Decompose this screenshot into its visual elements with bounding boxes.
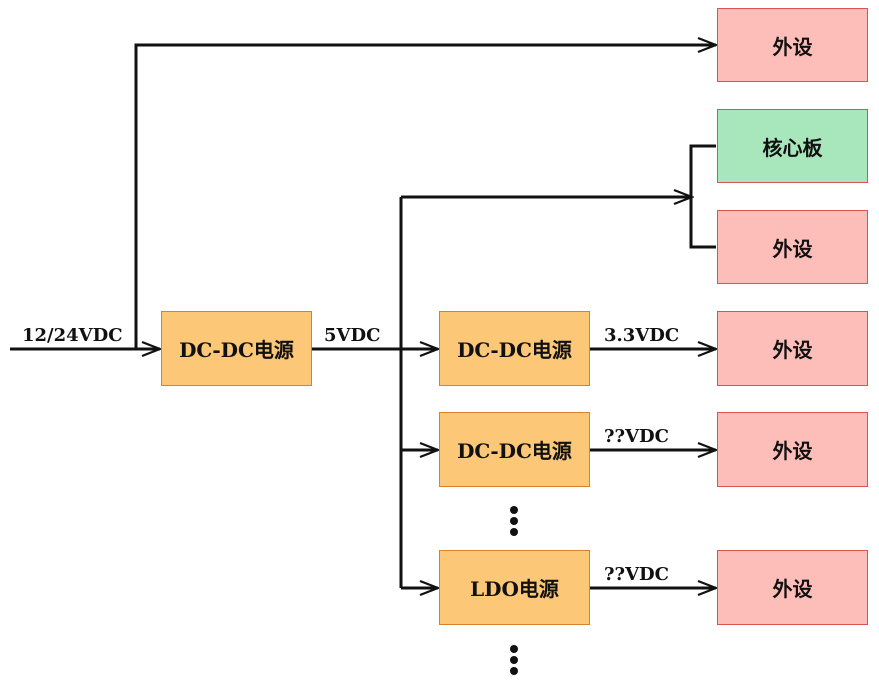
main-dcdc-converter-box: DC-DC电源: [161, 311, 312, 386]
core-group-bracket: [689, 144, 716, 249]
branch-2-converter-label: DC-DC电源: [457, 439, 572, 463]
branch-3-peripheral-label: 外设: [772, 577, 813, 601]
core-board-label: 核心板: [762, 135, 823, 160]
branch-2-peripheral-label: 外设: [772, 439, 813, 463]
branch-1-peripheral-label: 外设: [772, 338, 813, 362]
top-peripheral-wire: [134, 45, 716, 349]
core-group-peripheral-box: 外设: [717, 210, 868, 284]
branch-3-converter-label: LDO电源: [470, 577, 559, 601]
main-dcdc-converter-label: DC-DC电源: [179, 338, 294, 362]
branch-3-peripheral-box: 外设: [717, 550, 868, 625]
core-group-peripheral-label: 外设: [772, 236, 813, 261]
branch-1-converter-box: DC-DC电源: [439, 311, 590, 386]
top-peripheral-box: 外设: [717, 8, 868, 82]
branch-2-converter-box: DC-DC电源: [439, 412, 590, 487]
core-board-box: 核心板: [717, 109, 868, 183]
branch-2-peripheral-box: 外设: [717, 412, 868, 487]
branch-2-voltage-label: ??VDC: [604, 426, 669, 447]
top-peripheral-label: 外设: [772, 34, 813, 59]
branch-1-voltage-label: 3.3VDC: [604, 325, 680, 346]
branch-3-converter-box: LDO电源: [439, 550, 590, 625]
branch-3-voltage-label: ??VDC: [604, 564, 669, 585]
branch-1-converter-label: DC-DC电源: [457, 338, 572, 362]
branch-1-peripheral-box: 外设: [717, 311, 868, 386]
input-voltage-label: 12/24VDC: [22, 325, 123, 346]
main-output-voltage-label: 5VDC: [324, 325, 381, 346]
continuation-dots-middle: [509, 506, 519, 539]
continuation-dots-bottom: [509, 645, 519, 678]
